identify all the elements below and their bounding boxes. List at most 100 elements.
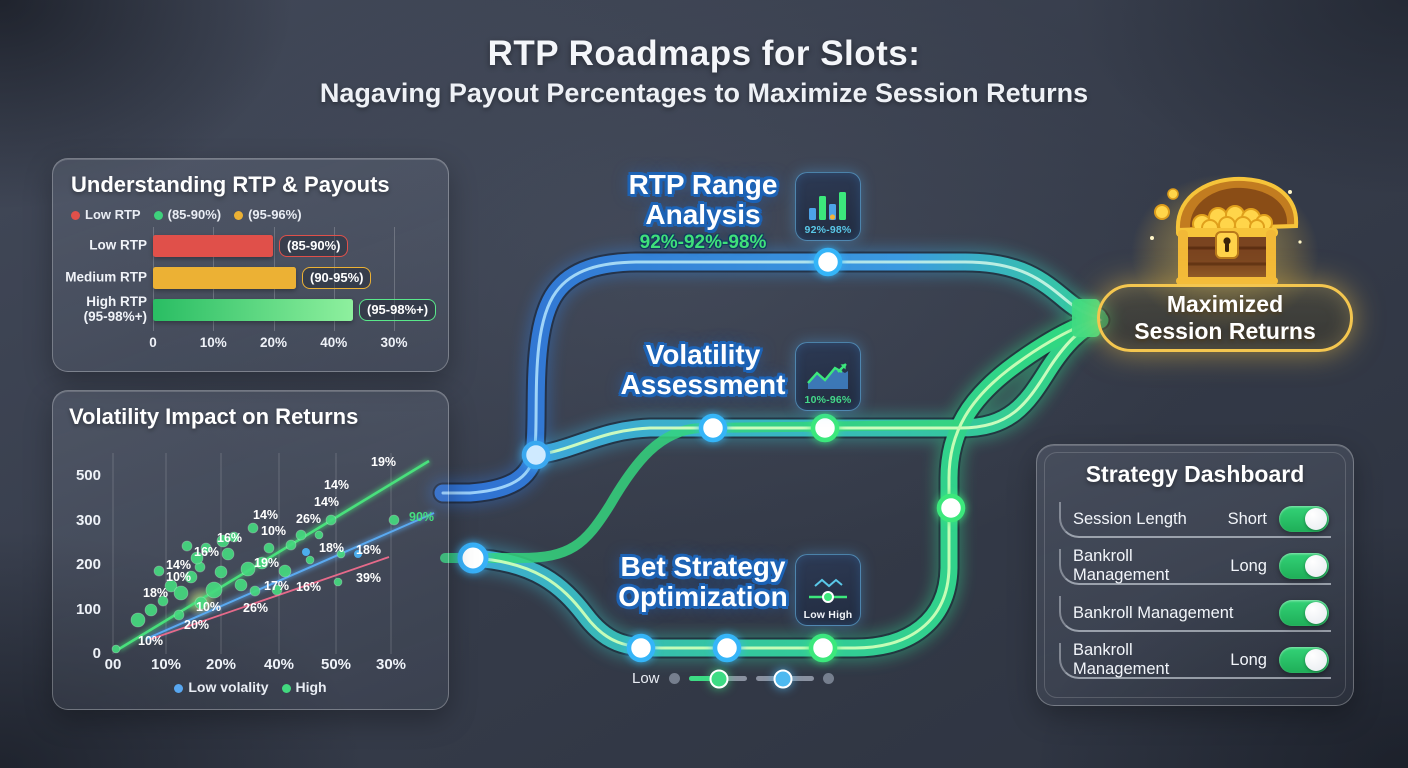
scatter-point-low [354,550,362,558]
road-nodes [457,247,966,663]
scatter-point-high [173,585,189,601]
bar-x-tick: 10% [199,335,227,350]
scatter-point-high [111,644,121,654]
scatter-point-label: 14% [166,558,191,572]
rtp-payouts-panel: Understanding RTP & Payouts Low RTP(85-9… [52,158,449,372]
road-node [810,413,840,443]
scatter-y-tick: 500 [76,467,101,484]
stop-title-line: Assessment [620,368,786,400]
trend-line [145,512,435,640]
legend-item: Low volality [174,679,269,695]
legend-item: (95-96%) [234,207,302,222]
blue-slider-knob[interactable] [773,669,793,688]
line-chart-icon: 10%-96% [795,342,861,411]
road-branch-green [440,420,963,563]
road-node [936,493,966,523]
dashboard-title: Strategy Dashboard [1085,461,1305,487]
page-subtitle: Nagaving Payout Percentages to Maximize … [319,78,1089,108]
stop-title-line: Bet Strategy [620,551,786,582]
maximized-returns-button[interactable]: Maximized Session Returns [1097,284,1353,352]
scatter-point-label: 19% [371,455,396,469]
scatter-point-high [325,514,337,526]
scatter-point-high [221,547,235,561]
scatter-point-high [190,551,204,565]
blue-slider-track[interactable] [755,669,814,688]
scatter-point-high [388,514,400,526]
toggle-knob[interactable] [1305,555,1327,577]
scatter-point-label: 20% [184,618,209,632]
scatter-point-label: 10% [196,600,221,614]
road-node [698,413,728,443]
rtp-panel-legend: Low RTP(85-90%)(95-96%) [71,207,302,222]
stop-title-line: Optimization [618,580,788,612]
scatter-point-label: 10% [166,570,191,584]
scatter-x-tick: 10% [151,656,181,673]
toggle-knob[interactable] [1305,649,1327,671]
scatter-point-high [194,596,208,610]
scatter-point-high [263,542,275,554]
treasure-chest-icon [1150,176,1302,285]
icon-caption: 92%-98% [804,224,852,236]
toggle-knob[interactable] [1305,602,1327,624]
dashboard-row-value: Short [1227,509,1267,528]
bar [153,299,353,321]
bar-chart-icon-glyph [809,192,846,220]
scatter-point-high [173,609,185,621]
icon-caption: 10%-96% [804,394,852,406]
scatter-point-high [130,612,146,628]
scatter-point-high [205,581,223,599]
toggle-switch[interactable] [1279,553,1329,579]
slider-chart-icon: Low High [795,554,861,626]
scatter-point-label: 10% [138,634,163,648]
scatter-point-high [285,539,297,551]
toggle-knob[interactable] [1305,508,1327,530]
road-node [521,440,551,470]
bar-gridline [394,227,395,331]
toggle-switch[interactable] [1279,600,1329,626]
destination-line: Session Returns [1134,318,1316,344]
scatter-y-tick: 200 [76,556,101,573]
toggle-switch[interactable] [1279,506,1329,532]
scatter-point-label: 39% [356,571,381,585]
scatter-point-high [216,534,230,548]
toggle-switch[interactable] [1279,647,1329,673]
scatter-point-high [200,542,212,554]
scatter-x-tick: 40% [264,656,294,673]
bar-x-tick: 40% [320,335,348,350]
scatter-point-high [305,555,315,565]
scatter-point-label: 90% [409,510,434,524]
scatter-point-label: 18% [319,541,344,555]
scatter-y-tick: 0 [93,645,101,662]
slider-endpoint-dot [668,673,680,684]
scatter-point-label: 14% [324,478,349,492]
scatter-point-high [333,577,343,587]
dashboard-row-label: Bankroll Management [1073,547,1170,584]
scatter-point-high [144,603,158,617]
green-slider-knob[interactable] [709,669,729,688]
bar [153,267,296,289]
bar-value-label: (90-95%) [302,267,372,289]
scatter-point-high [336,549,346,559]
legend-item: (85-90%) [153,207,221,222]
dashboard-row-label: Bankroll Management [1073,641,1170,678]
stop-rtp-range-analysis: RTP Range Analysis 92%-92%-98% [583,170,823,253]
bar-x-tick: 20% [259,335,288,350]
bar-category-label: High RTP (95-98%+) [83,294,147,324]
page-title: RTP Roadmaps for Slots: [487,34,921,73]
road-node [808,633,838,663]
scatter-point-high [157,595,169,607]
dashboard-row-value: Long [1230,650,1267,669]
scatter-point-high [278,564,292,578]
green-slider-track[interactable] [688,669,747,688]
scatter-point-label: 10% [261,524,286,538]
bar [153,235,273,257]
scatter-point-high [181,540,193,552]
trend-line [150,556,390,640]
